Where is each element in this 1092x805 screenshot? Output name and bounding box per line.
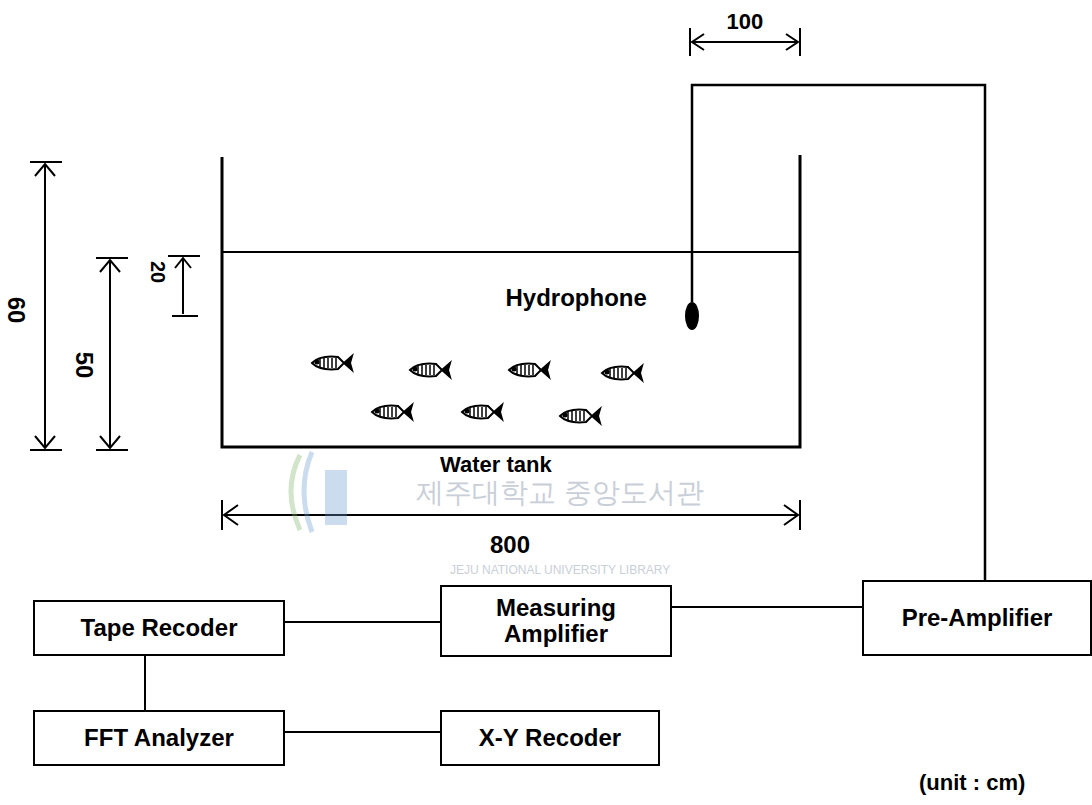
dimension-20 [168,256,200,316]
watermark-logo [291,452,347,532]
signal-wire [285,621,440,623]
equipment-box: Tape Recoder [33,600,285,656]
fish [509,363,549,377]
unit-note: (unit : cm) [919,772,1025,794]
signal-wire [144,656,146,710]
box-label: Pre-Amplifier [896,605,1059,631]
dimension-value: 800 [490,533,530,557]
fish [602,366,642,380]
hydrophone-cable [692,85,985,580]
watermark: JEJU NATIONAL UNIVERSITY LIBRARY [450,564,670,576]
box-label: Measuring Amplifier [442,595,670,648]
part-label: Hydrophone [506,286,647,310]
box-label: FFT Analyzer [78,725,240,751]
box-label: Tape Recoder [75,615,244,641]
equipment-box: FFT Analyzer [33,710,285,766]
signal-wire [285,731,440,733]
fish [312,356,352,370]
part-label: Water tank [440,454,552,476]
fish [560,409,600,423]
fish-group [312,356,642,423]
watermark: 제주대학교 중앙도서관 [416,479,704,507]
fish [462,405,502,419]
hydrophone [685,302,699,330]
fish [410,363,450,377]
equipment-box: Measuring Amplifier [440,585,672,657]
fish [372,405,412,419]
equipment-box: X-Y Recoder [440,710,660,766]
water-tank [222,155,800,447]
dimension-value: 60 [4,297,28,324]
equipment-box: Pre-Amplifier [862,580,1092,656]
box-label: X-Y Recoder [473,725,627,751]
signal-wire [672,606,862,608]
dimension-value: 100 [727,11,764,33]
dimension-value: 20 [148,261,168,283]
dimension-60 [30,162,62,450]
water-line [222,251,800,253]
dimension-value: 50 [72,352,96,379]
dimension-50 [96,258,128,450]
